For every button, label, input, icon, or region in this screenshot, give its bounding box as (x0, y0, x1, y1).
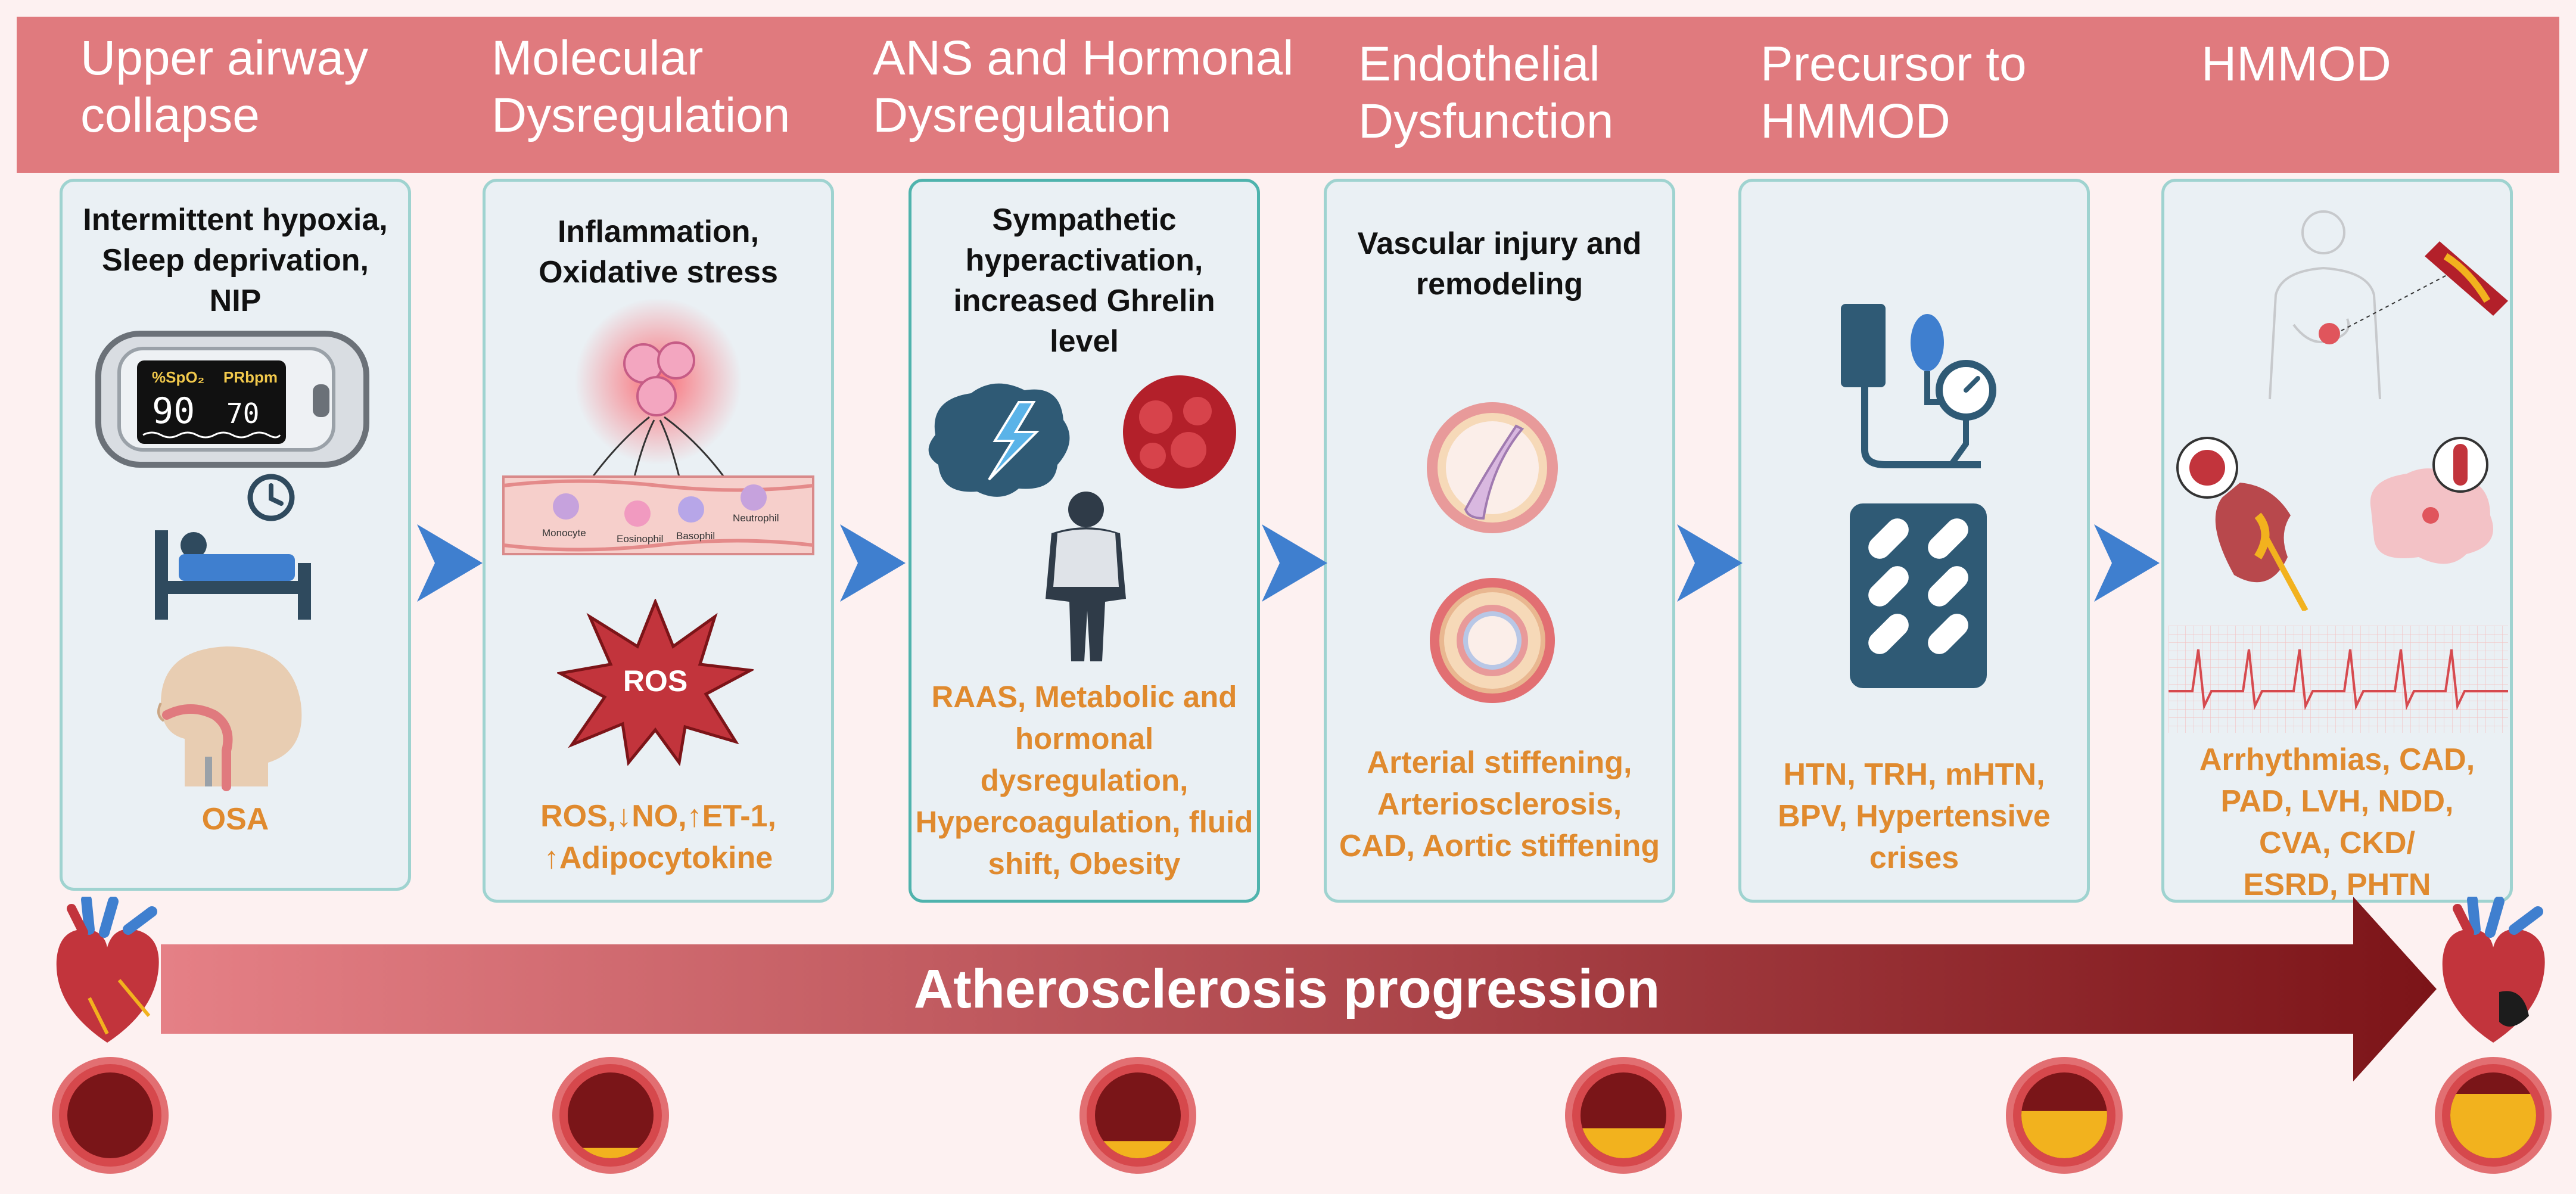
arrow-label: Atherosclerosis progression (913, 959, 1660, 1019)
artery-cross-section-4 (1565, 1057, 1682, 1174)
chevron-right-icon (417, 524, 483, 602)
heart-icon (56, 897, 159, 1043)
panel-subtitle: Sympathetic hyperactivation, increased G… (953, 203, 1215, 359)
ros-star-icon: ROS (557, 599, 754, 766)
pulse-oximeter-icon: %SpO₂ PRbpm 90 70 (95, 331, 369, 468)
cell-label-eosinophil: Eosinophil (617, 533, 663, 545)
panel-outcome: RAAS, Metabolic and hormonal dysregulati… (915, 680, 1253, 881)
brain-fat-body-icon (928, 375, 1236, 661)
ecg-strip-icon (2169, 626, 2508, 733)
spo2-label: %SpO₂ (152, 368, 204, 386)
panel-precursor: HTN, TRH, mHTN, BPV, Hypertensive crises (1738, 179, 2090, 903)
panel-outcome: Arterial stiffening, Arteriosclerosis, C… (1339, 745, 1660, 863)
cell-label-monocyte: Monocyte (542, 527, 586, 539)
stage-title-endothelial: Endothelial Dysfunction (1358, 37, 1614, 148)
stage-title-molecular: Molecular Dysregulation (491, 31, 791, 142)
cell-label-neutrophil: Neutrophil (733, 512, 779, 524)
ros-label: ROS (623, 664, 687, 698)
artery-cross-section-1 (52, 1057, 169, 1174)
chevron-right-icon (840, 524, 906, 602)
human-figure-icon (2269, 210, 2508, 400)
pr-value: 70 (226, 397, 259, 430)
panel-outcome: HTN, TRH, mHTN, BPV, Hypertensive crises (1778, 757, 2051, 875)
head-airway-icon (157, 646, 302, 791)
stage-title-upper-airway: Upper airway collapse (80, 31, 369, 142)
chevron-right-icon (2094, 524, 2160, 602)
inflammation-vessel-icon: Monocyte Eosinophil Basophil Neutrophil (502, 298, 814, 555)
blood-pressure-cuff-icon (1841, 304, 1996, 468)
panel-outcome: OSA (201, 802, 269, 837)
panel-subtitle: Vascular injury and remodeling (1357, 226, 1642, 301)
bed-clock-icon (155, 474, 311, 620)
spo2-value: 90 (152, 390, 195, 432)
stage-title-precursor: Precursor to HMMOD (1760, 37, 2027, 148)
cell-label-basophil: Basophil (676, 530, 715, 542)
panel-subtitle: Intermittent hypoxia, Sleep deprivation,… (83, 203, 388, 318)
artery-cross-section-5 (2006, 1057, 2123, 1174)
pr-label: PRbpm (223, 368, 278, 386)
panel-subtitle: Inflammation, Oxidative stress (539, 214, 778, 290)
heart-icon (2442, 897, 2545, 1043)
artery-cross-section-icon (1430, 578, 1555, 703)
artery-cross-section-6 (2435, 1057, 2552, 1174)
atherosclerosis-progression-arrow (161, 897, 2437, 1081)
panel-outcome: ROS,↓NO,↑ET-1, ↑Adipocytokine (540, 799, 776, 875)
artery-cross-section-3 (1079, 1057, 1196, 1174)
panel-outcome: Arrhythmias, CAD, PAD, LVH, NDD, CVA, CK… (2199, 742, 2475, 902)
pill-pack-icon (1850, 503, 1987, 688)
stage-title-hmmod: HMMOD (2201, 37, 2391, 91)
artery-cross-section-2 (552, 1057, 669, 1174)
chevron-right-icon (1262, 524, 1327, 602)
panel-endothelial: Vascular injury and remodeling Arterial … (1324, 179, 1675, 903)
panel-upper-airway: Intermittent hypoxia, Sleep deprivation,… (60, 179, 411, 891)
artery-cross-section-icon (1427, 402, 1558, 533)
chevron-right-icon (1677, 524, 1743, 602)
kidney-brain-icon (2176, 437, 2493, 611)
stage-title-ans-hormonal: ANS and Hormonal Dysregulation (873, 31, 1294, 142)
artery-plaque-row (52, 1057, 2552, 1174)
header-band (17, 17, 2559, 173)
